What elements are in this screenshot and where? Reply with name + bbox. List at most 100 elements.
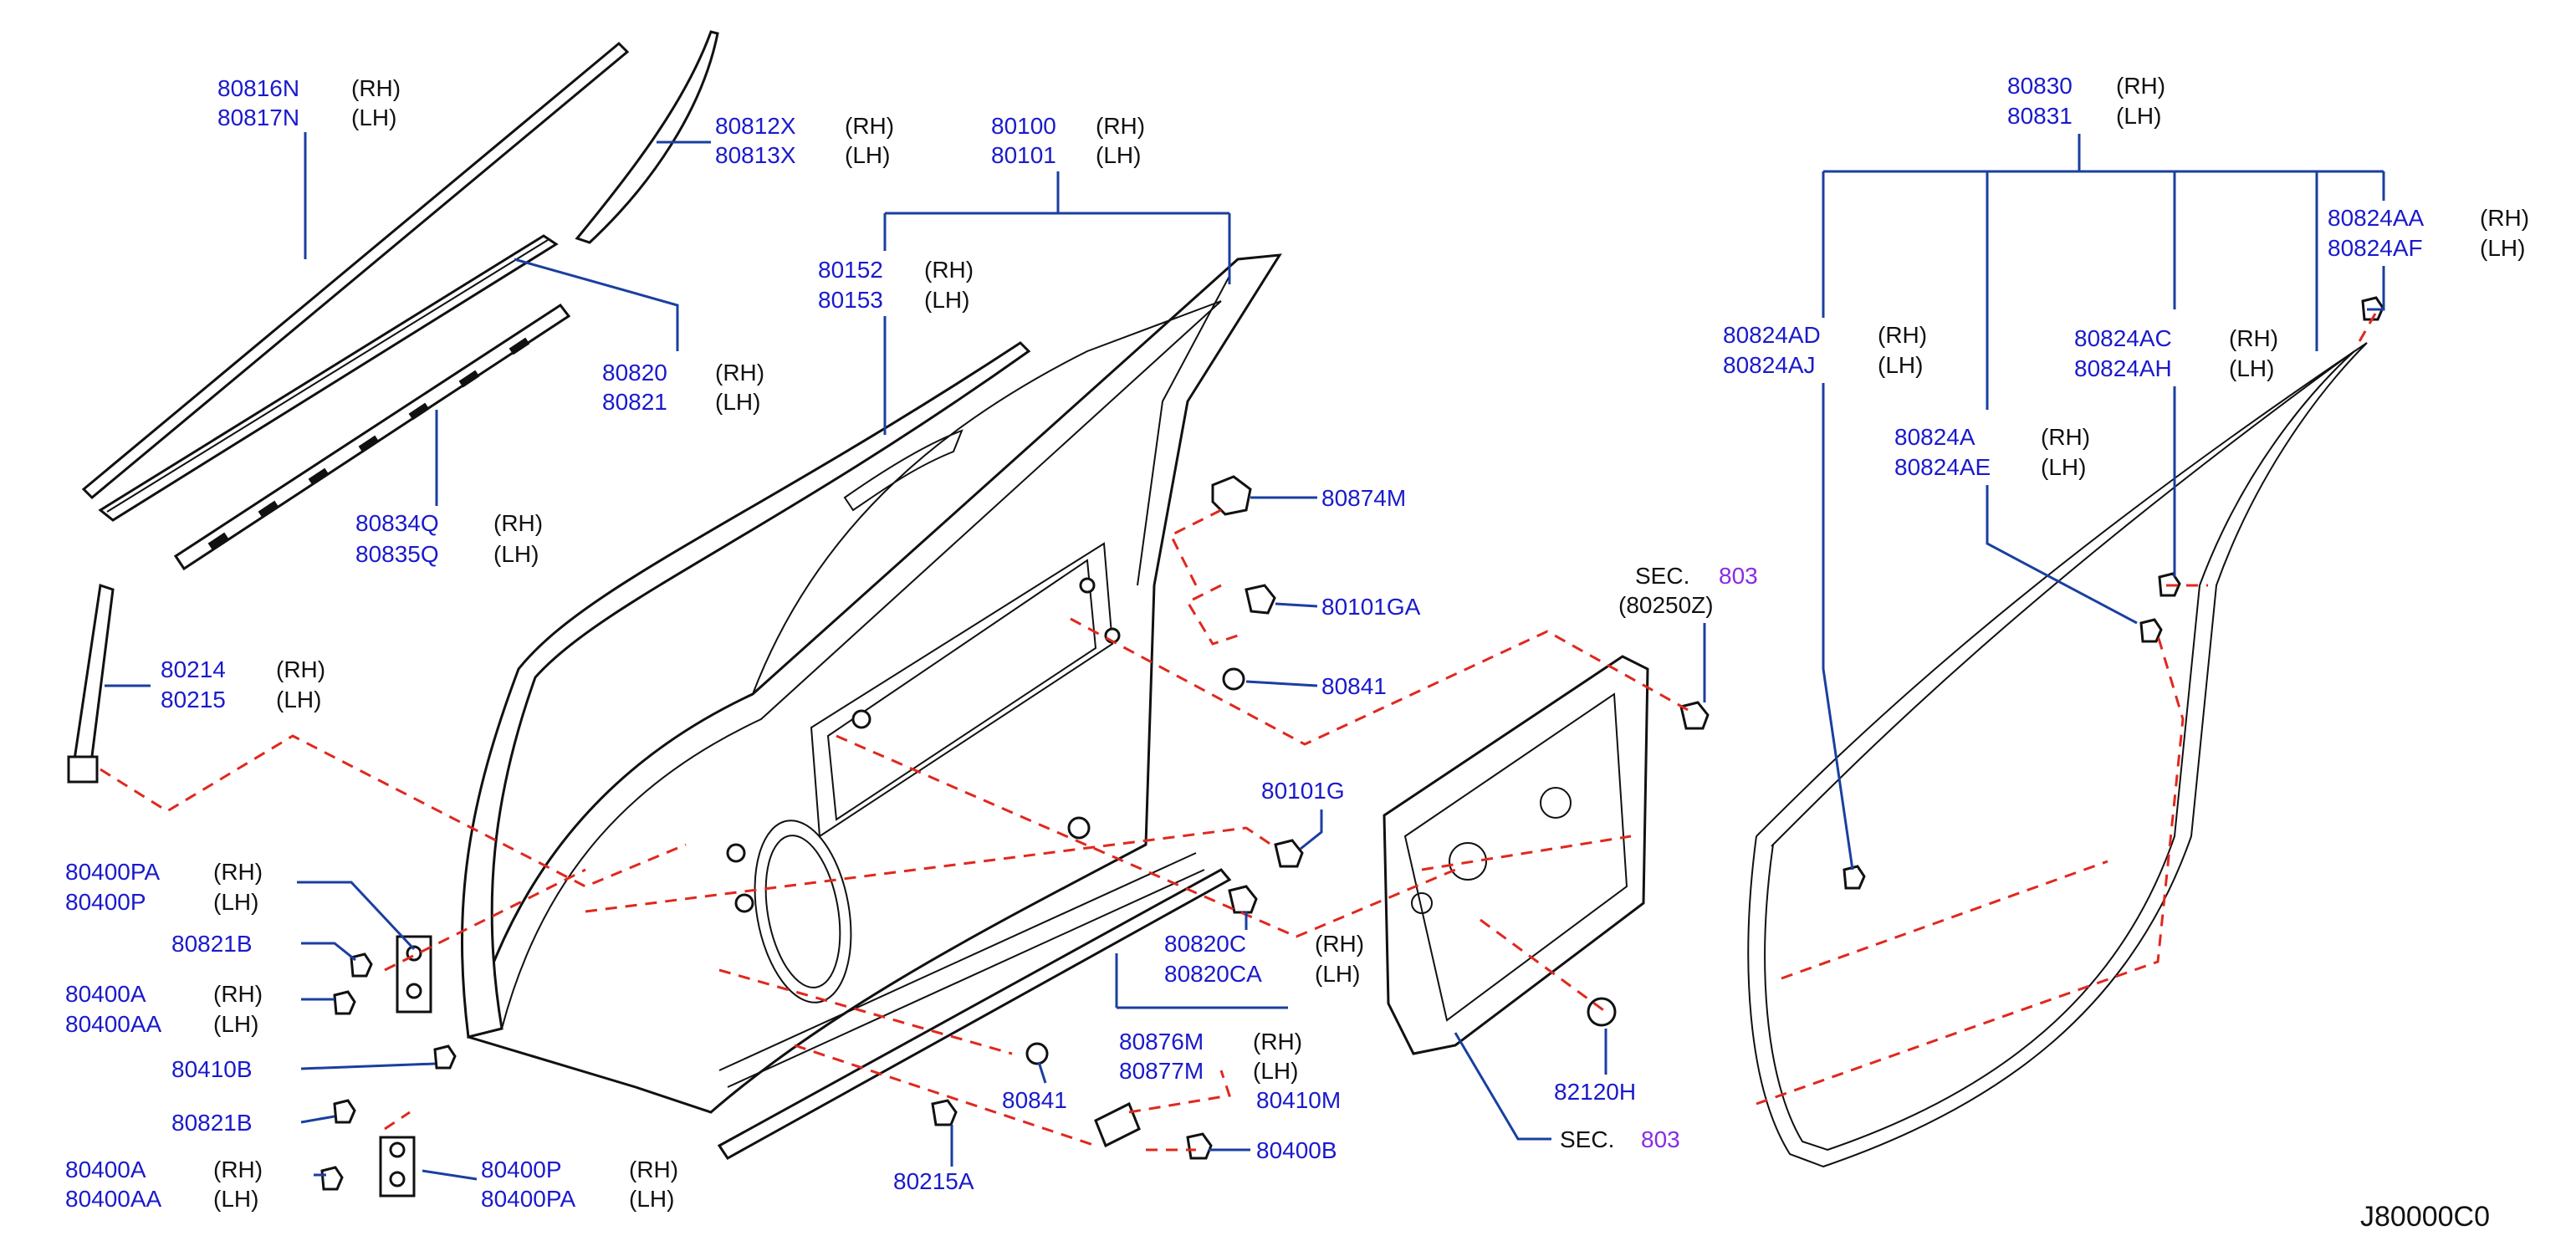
part-number[interactable]: 80400B xyxy=(1256,1137,1337,1163)
callout-80830[interactable]: 80830 80831 (RH) (LH) xyxy=(1822,73,2385,410)
callout-80876M[interactable]: 80876M 80877M (RH) (LH) xyxy=(1115,953,1302,1084)
lower-hinge xyxy=(379,1136,416,1198)
part-number-rh[interactable]: 80824AA xyxy=(2328,205,2425,231)
callout-80400B[interactable]: 80400B xyxy=(1209,1137,1337,1163)
part-number-lh[interactable]: 80817N xyxy=(217,105,299,130)
callout-80152[interactable]: 80152 80153 (RH) (LH) xyxy=(818,257,974,435)
weatherstrip-moulding xyxy=(98,234,559,522)
leader-line xyxy=(1245,680,1318,687)
leader-line xyxy=(300,1062,436,1070)
callout-80824A[interactable]: 80824A 80824AE (RH) (LH) xyxy=(1894,424,2138,625)
leader-line xyxy=(1454,1032,1551,1141)
part-number-lh[interactable]: 80824AJ xyxy=(1723,352,1816,378)
callout-80215A[interactable]: 80215A xyxy=(893,1125,974,1194)
lh-label: (LH) xyxy=(1878,352,1923,378)
part-number[interactable]: 80410B xyxy=(171,1056,253,1082)
part-number-rh[interactable]: 80824AD xyxy=(1723,322,1821,348)
part-number-lh[interactable]: 80821 xyxy=(602,389,667,415)
part-number[interactable]: 80841 xyxy=(1321,673,1387,699)
part-number-lh[interactable]: 80824AH xyxy=(2074,355,2172,381)
sec-number[interactable]: 803 xyxy=(1641,1126,1680,1152)
part-number-rh[interactable]: 80824AC xyxy=(2074,325,2172,351)
callout-80400P[interactable]: 80400P 80400PA (RH) (LH) xyxy=(422,1157,678,1212)
callout-80841-upper[interactable]: 80841 xyxy=(1245,673,1387,699)
rh-label: (RH) xyxy=(493,510,543,536)
lh-label: (LH) xyxy=(924,287,969,313)
rh-label: (RH) xyxy=(2041,424,2090,450)
callout-80410B[interactable]: 80410B xyxy=(171,1056,436,1082)
part-number-lh[interactable]: 80824AE xyxy=(1894,454,1991,480)
callout-80400A-upper[interactable]: 80400A 80400AA (RH) (LH) xyxy=(65,981,335,1037)
part-number-rh[interactable]: 80400P xyxy=(481,1157,562,1182)
callout-80874M[interactable]: 80874M xyxy=(1250,485,1406,511)
sec-number[interactable]: 803 xyxy=(1719,563,1758,589)
callout-80841-lower[interactable]: 80841 xyxy=(1002,1061,1067,1113)
part-number[interactable]: 80841 xyxy=(1002,1087,1067,1113)
callout-80820C[interactable]: 80820C 80820CA (RH) (LH) xyxy=(1164,912,1364,987)
part-number-rh[interactable]: 80400PA xyxy=(65,859,160,885)
parts-drawing xyxy=(67,30,2384,1198)
part-number-rh[interactable]: 80830 xyxy=(2007,73,2073,99)
part-number-lh[interactable]: 80813X xyxy=(715,142,796,168)
rh-label: (RH) xyxy=(715,360,764,386)
part-number-lh[interactable]: 80400P xyxy=(65,889,146,915)
part-number-lh[interactable]: 80400PA xyxy=(481,1186,575,1212)
callout-80400PA[interactable]: 80400PA 80400P (RH) (LH) xyxy=(65,859,416,951)
part-number-lh[interactable]: 80101 xyxy=(991,142,1056,168)
callout-80816N[interactable]: 80816N 80817N (RH) (LH) xyxy=(217,75,401,259)
part-number[interactable]: 80101GA xyxy=(1321,594,1421,620)
callout-sec-803-bottom[interactable]: SEC. 803 xyxy=(1454,1032,1680,1152)
part-number-lh[interactable]: 80153 xyxy=(818,287,883,313)
part-number-lh[interactable]: 80835Q xyxy=(355,541,439,567)
part-number-lh[interactable]: 80215 xyxy=(161,687,226,712)
rh-label: (RH) xyxy=(1253,1029,1302,1055)
callout-80824AA[interactable]: 80824AA 80824AF (RH) (LH) xyxy=(2328,205,2529,311)
callout-80400A-lower[interactable]: 80400A 80400AA (RH) (LH) xyxy=(65,1157,326,1212)
callout-80820[interactable]: 80820 80821 (RH) (LH) xyxy=(514,258,764,415)
callout-80812X[interactable]: 80812X 80813X (RH) (LH) xyxy=(657,113,894,168)
part-number-lh[interactable]: 80824AF xyxy=(2328,235,2423,261)
callout-80834Q[interactable]: 80834Q 80835Q (RH) (LH) xyxy=(355,410,543,567)
callout-80824AD[interactable]: 80824AD 80824AJ (RH) (LH) xyxy=(1723,322,1927,871)
callout-80821B-lower[interactable]: 80821B xyxy=(171,1110,335,1136)
lh-label: (LH) xyxy=(1315,961,1360,987)
part-number[interactable]: 80101G xyxy=(1261,778,1345,804)
part-number-rh[interactable]: 80152 xyxy=(818,257,883,283)
callout-80214[interactable]: 80214 80215 (RH) (LH) xyxy=(105,656,325,712)
part-number-rh[interactable]: 80820C xyxy=(1164,931,1246,957)
part-number-rh[interactable]: 80820 xyxy=(602,360,667,386)
part-number[interactable]: 80410M xyxy=(1256,1087,1341,1113)
part-number-rh[interactable]: 80400A xyxy=(65,981,146,1007)
part-number-lh[interactable]: 80400AA xyxy=(65,1011,162,1037)
part-number-rh[interactable]: 80834Q xyxy=(355,510,439,536)
callout-82120H[interactable]: 82120H xyxy=(1554,1029,1636,1105)
part-number-rh[interactable]: 80816N xyxy=(217,75,299,101)
rh-label: (RH) xyxy=(351,75,401,101)
callout-80100[interactable]: 80100 80101 (RH) (LH) xyxy=(883,113,1231,284)
rh-label: (RH) xyxy=(2480,205,2529,231)
part-number-rh[interactable]: 80876M xyxy=(1119,1029,1204,1055)
part-number-lh[interactable]: 80820CA xyxy=(1164,961,1262,987)
part-number[interactable]: 82120H xyxy=(1554,1079,1636,1105)
part-number-rh[interactable]: 80812X xyxy=(715,113,796,139)
leader-line xyxy=(1986,485,2138,625)
leader-line xyxy=(1822,134,2385,410)
part-number-lh[interactable]: 80831 xyxy=(2007,103,2073,129)
part-number-lh[interactable]: 80400AA xyxy=(65,1186,162,1212)
callout-sec-803-top[interactable]: SEC. 803 (80250Z) xyxy=(1618,563,1758,702)
callout-80101GA[interactable]: 80101GA xyxy=(1275,594,1421,620)
leader-line xyxy=(1822,383,1854,871)
part-number-rh[interactable]: 80824A xyxy=(1894,424,1975,450)
part-number[interactable]: 80874M xyxy=(1321,485,1406,511)
callout-80410M[interactable]: 80410M xyxy=(1256,1087,1341,1113)
callout-80101G[interactable]: 80101G xyxy=(1261,778,1345,850)
part-number[interactable]: 80821B xyxy=(171,1110,253,1136)
part-number-lh[interactable]: 80877M xyxy=(1119,1058,1204,1084)
part-number-rh[interactable]: 80100 xyxy=(991,113,1056,139)
callout-80824AC[interactable]: 80824AC 80824AH (RH) (LH) xyxy=(2074,325,2278,577)
callout-80821B-upper[interactable]: 80821B xyxy=(171,931,356,962)
part-number-rh[interactable]: 80400A xyxy=(65,1157,146,1182)
part-number[interactable]: 80215A xyxy=(893,1168,974,1194)
part-number[interactable]: 80821B xyxy=(171,931,253,957)
part-number-rh[interactable]: 80214 xyxy=(161,656,226,682)
